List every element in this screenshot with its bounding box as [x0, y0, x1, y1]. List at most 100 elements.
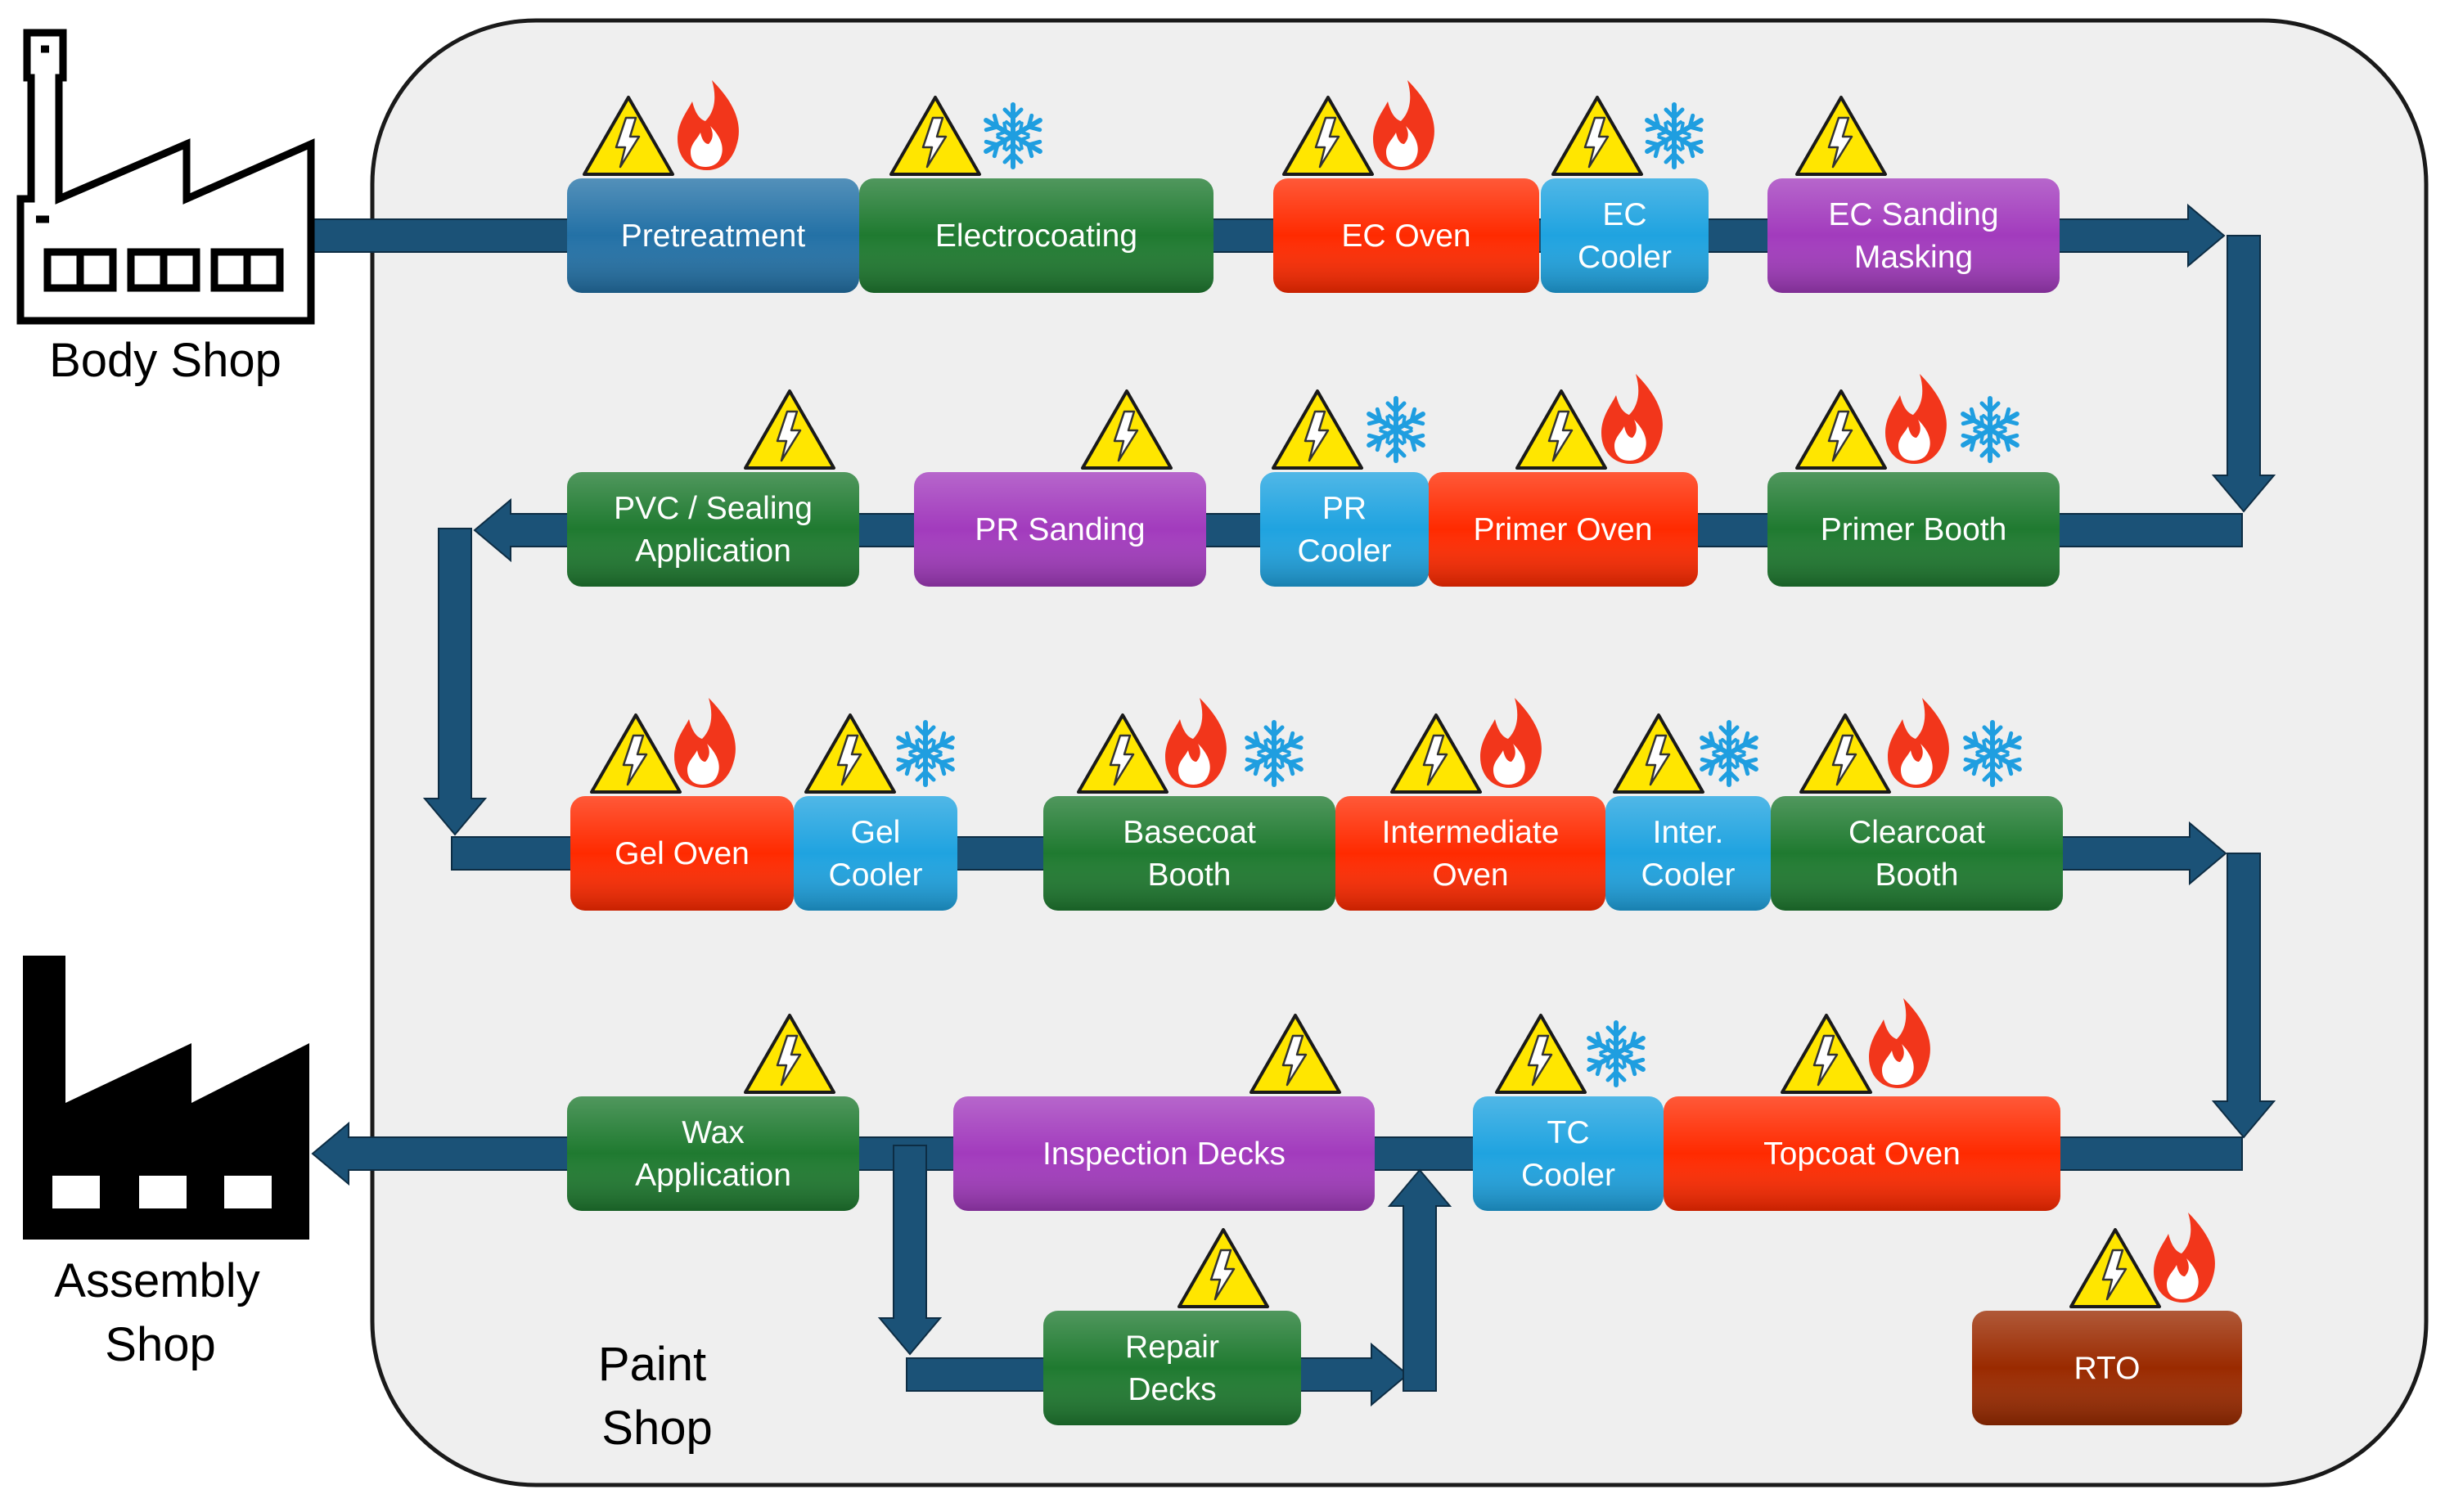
electrical-hazard-icon: [583, 96, 674, 176]
station-box-shade: [1473, 1096, 1664, 1211]
station-box-shade: [1972, 1311, 2242, 1425]
station-label: Pretreatment: [621, 218, 806, 254]
station-box-shade: [1273, 178, 1539, 293]
assembly-shop-label-line1: Assembly: [54, 1254, 259, 1307]
station-box-shade: [567, 178, 859, 293]
electrical-hazard-icon: [744, 389, 835, 470]
flame-icon: [674, 698, 736, 788]
snowflake-icon: [896, 720, 955, 787]
station-box-shade: [1260, 472, 1429, 587]
station-pr-sanding: PR Sanding: [914, 389, 1206, 587]
station-box-shade: [1664, 1096, 2060, 1211]
station-box-shade: [1043, 796, 1335, 911]
station-box-shade: [953, 1096, 1375, 1211]
station-box-shade: [570, 796, 794, 911]
station-label: EC: [1602, 197, 1646, 232]
electrical-hazard-icon: [1795, 389, 1887, 470]
snowflake-icon: [1587, 1020, 1646, 1087]
snowflake-icon: [1961, 396, 2019, 463]
snowflake-icon: [1367, 396, 1425, 463]
station-label: Gel Oven: [615, 836, 750, 871]
electrical-hazard-icon: [1551, 96, 1643, 176]
station-inspection-decks: Inspection Decks: [953, 1014, 1375, 1211]
station-label: Clearcoat: [1848, 815, 1985, 850]
electrical-hazard-icon: [1282, 96, 1374, 176]
station-box-shade: [914, 472, 1206, 587]
electrical-hazard-icon: [1795, 96, 1887, 176]
station-label: Application: [635, 1158, 791, 1193]
station-label: TC: [1547, 1115, 1590, 1150]
station-label: Decks: [1128, 1372, 1216, 1407]
station-label: Cooler: [1521, 1158, 1615, 1193]
electrical-hazard-icon: [1613, 713, 1704, 794]
flame-icon: [1373, 80, 1434, 170]
paint-shop-label-line2: Shop: [601, 1402, 712, 1455]
station-label: PVC / Sealing: [614, 491, 813, 526]
station-box-shade: [1771, 796, 2063, 911]
electrical-hazard-icon: [1799, 713, 1891, 794]
station-pretreatment: Pretreatment: [567, 80, 859, 293]
station-primer-oven: Primer Oven: [1428, 374, 1698, 587]
station-label: Cooler: [829, 857, 923, 893]
station-label: Intermediate: [1382, 815, 1560, 850]
station-label: Booth: [1875, 857, 1959, 893]
station-label: Cooler: [1298, 533, 1392, 569]
station-label: EC Oven: [1341, 218, 1470, 254]
station-label: PR: [1322, 491, 1367, 526]
electrical-hazard-icon: [1781, 1014, 1872, 1094]
electrical-hazard-icon: [1077, 713, 1168, 794]
station-rto: RTO: [1972, 1213, 2242, 1425]
body-shop-label: Body Shop: [49, 334, 281, 387]
station-label: Topcoat Oven: [1763, 1136, 1961, 1172]
station-label: Electrocoating: [935, 218, 1137, 254]
paint-shop-label-line1: Paint: [598, 1338, 706, 1391]
station-label: PR Sanding: [975, 512, 1145, 547]
repair-loop-down-arrow: [877, 1145, 943, 1356]
station-label: EC Sanding: [1828, 197, 1998, 232]
station-label: Booth: [1148, 857, 1232, 893]
station-label: Basecoat: [1123, 815, 1256, 850]
row1-to-row2-down-arrow: [2211, 235, 2276, 513]
snowflake-icon: [984, 102, 1042, 169]
station-label: Primer Oven: [1474, 512, 1653, 547]
station-box-shade: [1428, 472, 1698, 587]
station-label: RTO: [2074, 1351, 2141, 1386]
electrical-hazard-icon: [2069, 1228, 2161, 1308]
flame-icon: [1601, 374, 1663, 464]
station-label: Application: [635, 533, 791, 569]
station-label: Primer Booth: [1821, 512, 2007, 547]
electrical-hazard-icon: [889, 96, 981, 176]
snowflake-icon: [1963, 720, 2022, 787]
flame-icon: [1869, 998, 1930, 1088]
row2-to-row3-down-arrow: [422, 528, 488, 836]
station-label: Inter.: [1653, 815, 1724, 850]
station-topcoat-oven: Topcoat Oven: [1664, 998, 2060, 1211]
station-box-shade: [1767, 178, 2060, 293]
station-box-shade: [1605, 796, 1771, 911]
row3-to-row4-down-arrow: [2211, 853, 2276, 1139]
station-label: Cooler: [1641, 857, 1736, 893]
station-label: Repair: [1125, 1330, 1219, 1365]
station-label: Wax: [682, 1115, 745, 1150]
electrical-hazard-icon: [1515, 389, 1607, 470]
electrical-hazard-icon: [1081, 389, 1173, 470]
snowflake-icon: [1645, 102, 1704, 169]
electrical-hazard-icon: [744, 1014, 835, 1094]
station-ec-oven: EC Oven: [1273, 80, 1539, 293]
flame-icon: [1888, 698, 1949, 788]
flame-icon: [678, 80, 739, 170]
electrical-hazard-icon: [1272, 389, 1363, 470]
electrical-hazard-icon: [1390, 713, 1482, 794]
repair-loop-up-arrow: [1387, 1168, 1452, 1392]
flame-icon: [2154, 1213, 2215, 1303]
electrical-hazard-icon: [1177, 1228, 1269, 1308]
